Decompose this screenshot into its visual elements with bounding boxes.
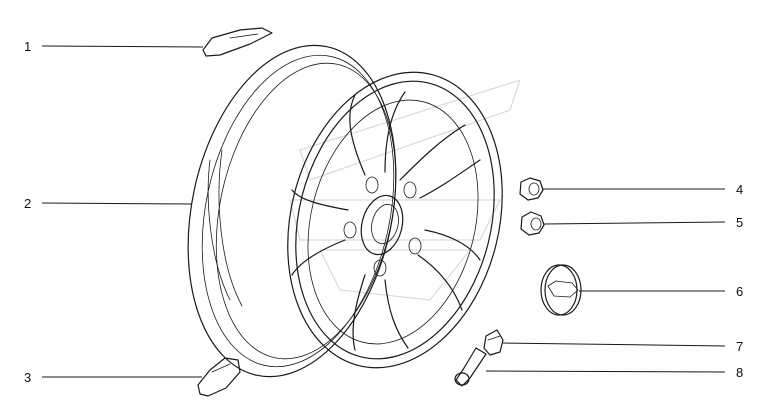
callout-5: 5 xyxy=(736,215,743,230)
valve-cap xyxy=(483,329,504,356)
callout-labels: 1 2 3 4 5 6 7 8 xyxy=(24,39,743,385)
callout-4: 4 xyxy=(736,182,743,197)
callout-2: 2 xyxy=(24,196,31,211)
watermark-logo xyxy=(289,79,521,301)
leader-line-8 xyxy=(485,370,726,373)
leader-line-2 xyxy=(41,202,193,205)
alloy-wheel xyxy=(287,71,503,369)
tyre-valve xyxy=(454,347,487,387)
callout-8: 8 xyxy=(736,365,743,380)
leader-line-7 xyxy=(502,342,726,347)
leader-line-1 xyxy=(41,45,204,48)
callout-3: 3 xyxy=(24,370,31,385)
balance-weight-bottom xyxy=(197,357,241,397)
balance-weight-top xyxy=(202,27,273,57)
callout-1: 1 xyxy=(24,39,31,54)
wheel-nut-cap xyxy=(520,211,545,236)
leader-line-5 xyxy=(543,221,726,225)
callout-6: 6 xyxy=(736,284,743,299)
center-cap xyxy=(540,264,582,316)
leader-lines xyxy=(41,45,726,378)
wheel-nut xyxy=(519,177,544,201)
rim-barrel xyxy=(187,44,397,378)
callout-7: 7 xyxy=(736,339,743,354)
